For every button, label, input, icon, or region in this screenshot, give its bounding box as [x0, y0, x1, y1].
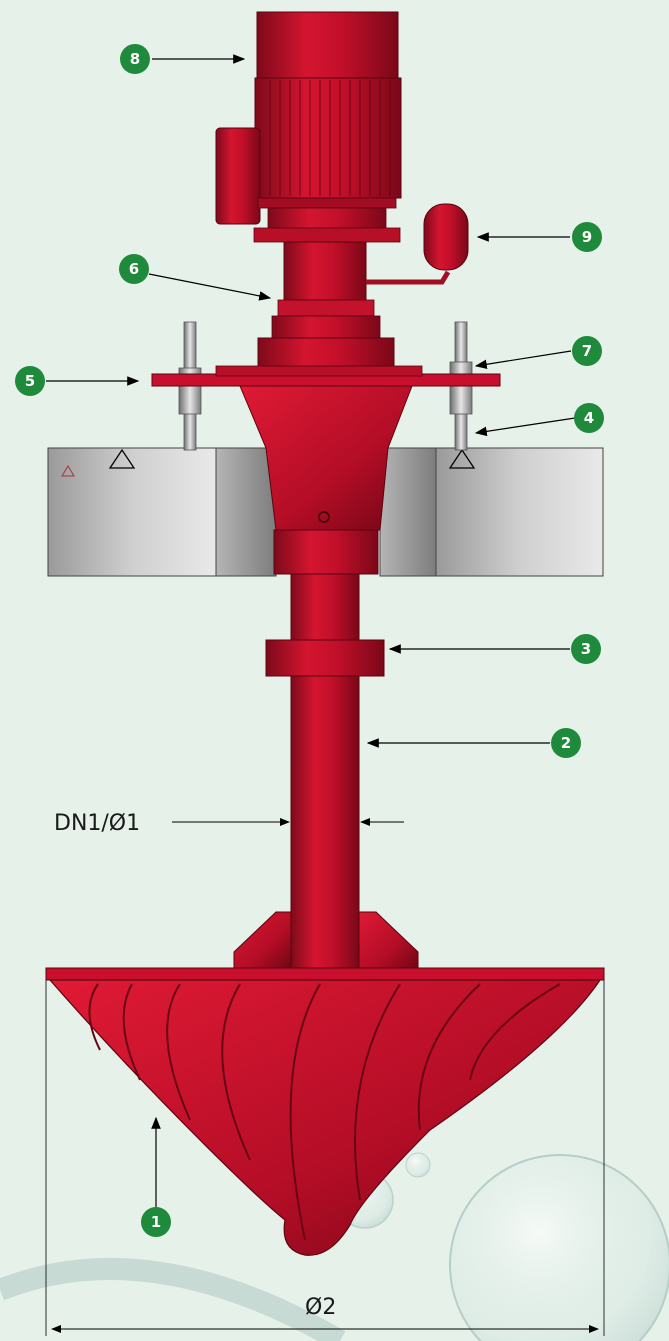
motor-fins — [269, 80, 391, 196]
motor-body — [254, 77, 402, 199]
concrete-slab — [47, 447, 604, 577]
callout-8-label: 8 — [130, 50, 140, 68]
dimension-lines: DN1/Ø1 Ø2 — [45, 811, 605, 1336]
decorative-bubbles — [0, 1152, 669, 1341]
pipe-dimension-label: DN1/Ø1 — [54, 811, 140, 836]
shaft-pipe — [290, 573, 360, 971]
callout-7-label: 7 — [582, 342, 592, 360]
terminal-box — [215, 127, 261, 225]
callout-4-label: 4 — [584, 409, 594, 427]
callout-9: 9 — [572, 222, 602, 252]
callout-1-label: 1 — [151, 1213, 161, 1231]
mixer-machine — [45, 11, 605, 1256]
oil-tank — [423, 203, 469, 271]
impeller-fins — [88, 983, 561, 1241]
callout-arrows — [46, 54, 576, 1208]
callout-9-label: 9 — [582, 228, 592, 246]
callout-6-label: 6 — [129, 260, 139, 278]
callout-8: 8 — [120, 44, 150, 74]
diameter-dimension-label: Ø2 — [305, 1295, 336, 1320]
callout-2: 2 — [551, 728, 581, 758]
motor-top — [256, 11, 399, 79]
callout-6: 6 — [119, 254, 149, 284]
pipe-flange — [265, 639, 385, 677]
callout-7: 7 — [572, 336, 602, 366]
callout-badges: 1 2 3 4 5 6 7 8 9 — [15, 44, 604, 1237]
callout-4: 4 — [574, 403, 604, 433]
impeller-plate — [45, 967, 605, 981]
callout-1: 1 — [141, 1207, 171, 1237]
cone-housing — [239, 385, 413, 531]
callout-5: 5 — [15, 366, 45, 396]
callout-3-label: 3 — [581, 640, 591, 658]
impeller-body — [48, 979, 602, 1256]
callout-3: 3 — [571, 634, 601, 664]
callout-2-label: 2 — [561, 734, 571, 752]
callout-5-label: 5 — [25, 372, 35, 390]
